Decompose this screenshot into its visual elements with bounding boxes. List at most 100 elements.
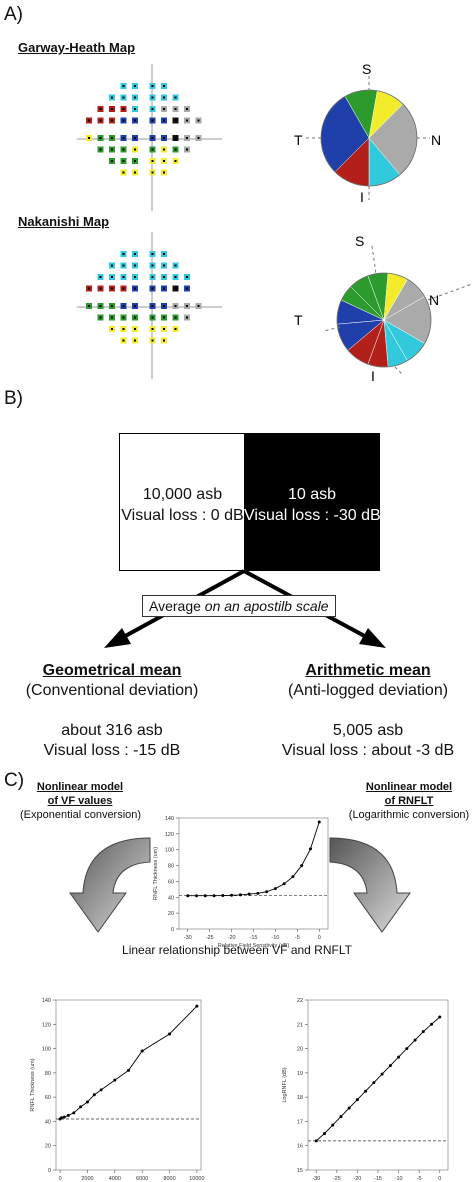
right-model: Nonlinear model of RNFLT (Logarithmic co… <box>346 780 472 822</box>
geo-mean-value: about 316 asb <box>61 722 163 739</box>
y-tick-label: 100 <box>42 1047 51 1053</box>
y-tick-label: 60 <box>45 1095 51 1101</box>
x-tick-label: 0 <box>438 1176 441 1182</box>
y-axis-label: RNFL Thickness (um) <box>30 1058 36 1111</box>
geo-mean-title: Geometrical mean <box>42 662 182 679</box>
data-point <box>300 864 304 868</box>
y-tick-label: 80 <box>45 1071 51 1077</box>
data-point <box>405 1047 409 1051</box>
x-tick-label: 6000 <box>136 1176 148 1182</box>
y-tick-label: 15 <box>297 1168 303 1174</box>
x-tick-label: -15 <box>374 1176 382 1182</box>
y-tick-label: 0 <box>171 927 174 933</box>
data-point <box>256 891 260 895</box>
y-tick-label: 100 <box>165 848 174 854</box>
maps-graphic: S N I T S N I T <box>77 61 473 384</box>
data-point <box>212 894 216 898</box>
black-stimulus-box <box>244 433 380 571</box>
y-tick-label: 22 <box>297 998 303 1004</box>
data-point <box>291 875 295 879</box>
x-axis-label: Relative Field Sensitivity (dB) <box>218 943 290 949</box>
x-tick-label: -20 <box>353 1176 361 1182</box>
pie2-label-i: I <box>371 368 375 384</box>
geo-mean-loss: Visual loss : -15 dB <box>43 742 181 759</box>
left-model-title2: of VF values <box>47 795 113 807</box>
data-point <box>347 1106 351 1110</box>
x-tick-label: -5 <box>295 935 300 941</box>
data-point <box>186 894 190 898</box>
y-tick-label: 80 <box>168 864 174 870</box>
data-point <box>85 1100 89 1104</box>
data-point <box>430 1022 434 1026</box>
data-point <box>113 1078 117 1082</box>
data-point <box>331 1123 335 1127</box>
ari-mean-value: 5,005 asb <box>332 722 404 739</box>
data-point <box>355 1098 359 1102</box>
pie1-label-i: I <box>360 189 364 205</box>
y-axis-label: LogRNFL (dB) <box>282 1067 288 1102</box>
left-model: Nonlinear model of VF values (Exponentia… <box>20 780 141 822</box>
data-point <box>339 1115 343 1119</box>
y-tick-label: 19 <box>297 1071 303 1077</box>
data-point <box>72 1111 76 1115</box>
x-tick-label: -20 <box>228 935 236 941</box>
series-line <box>59 1005 198 1120</box>
data-point <box>59 1116 63 1120</box>
pie2-label-t: T <box>294 312 303 328</box>
y-tick-label: 20 <box>297 1047 303 1053</box>
black-loss: Visual loss : -30 dB <box>244 507 381 524</box>
y-tick-label: 21 <box>297 1022 303 1028</box>
data-point <box>92 1093 96 1097</box>
x-tick-label: -25 <box>333 1176 341 1182</box>
garway-heath-title: Garway-Heath Map <box>18 40 136 55</box>
x-tick-label: -30 <box>184 935 192 941</box>
data-point <box>66 1113 70 1117</box>
pie1-label-s: S <box>362 61 371 77</box>
right-model-title2: of RNFLT <box>384 795 434 807</box>
y-tick-label: 120 <box>165 832 174 838</box>
arrow-left-head <box>104 628 131 648</box>
section-b-label: B) <box>4 388 23 409</box>
pie1-label-n: N <box>431 132 441 148</box>
data-point <box>364 1089 368 1093</box>
x-tick-label: 8000 <box>163 1176 175 1182</box>
white-loss: Visual loss : 0 dB <box>121 507 244 524</box>
data-point <box>247 892 251 896</box>
data-point <box>322 1132 326 1136</box>
data-point <box>127 1068 130 1072</box>
data-point <box>79 1105 83 1109</box>
garway-heath-grid <box>77 64 222 211</box>
arrow-right-head <box>359 628 386 648</box>
y-tick-label: 40 <box>45 1119 51 1125</box>
left-curved-arrow <box>69 837 151 933</box>
average-label: Average on an apostilb scale <box>142 595 336 617</box>
data-point <box>99 1088 103 1092</box>
right-model-title1: Nonlinear model <box>365 781 453 793</box>
section-a-label: A) <box>4 4 23 25</box>
series-line <box>315 1016 441 1142</box>
data-point <box>282 882 286 886</box>
y-tick-label: 18 <box>297 1095 303 1101</box>
y-tick-label: 140 <box>42 998 51 1004</box>
data-point <box>238 893 242 897</box>
linear-caption: Linear relationship between VF and RNFLT <box>122 943 352 957</box>
right-model-sub: (Logarithmic conversion) <box>348 809 470 821</box>
x-tick-label: 4000 <box>109 1176 121 1182</box>
ari-mean-sub: (Anti-logged deviation) <box>287 682 449 699</box>
x-tick-label: -10 <box>395 1176 403 1182</box>
data-point <box>388 1064 392 1068</box>
data-point <box>317 820 321 824</box>
data-point <box>140 1049 144 1053</box>
white-value: 10,000 asb <box>142 486 223 503</box>
y-axis-label: RNFL Thickness (um) <box>153 847 159 900</box>
y-tick-label: 17 <box>297 1119 303 1125</box>
nakanishi-title: Nakanishi Map <box>18 214 110 229</box>
y-tick-label: 40 <box>168 895 174 901</box>
data-point <box>308 847 312 851</box>
data-point <box>62 1115 66 1119</box>
white-stimulus-box <box>119 433 246 571</box>
x-tick-label: -25 <box>206 935 214 941</box>
